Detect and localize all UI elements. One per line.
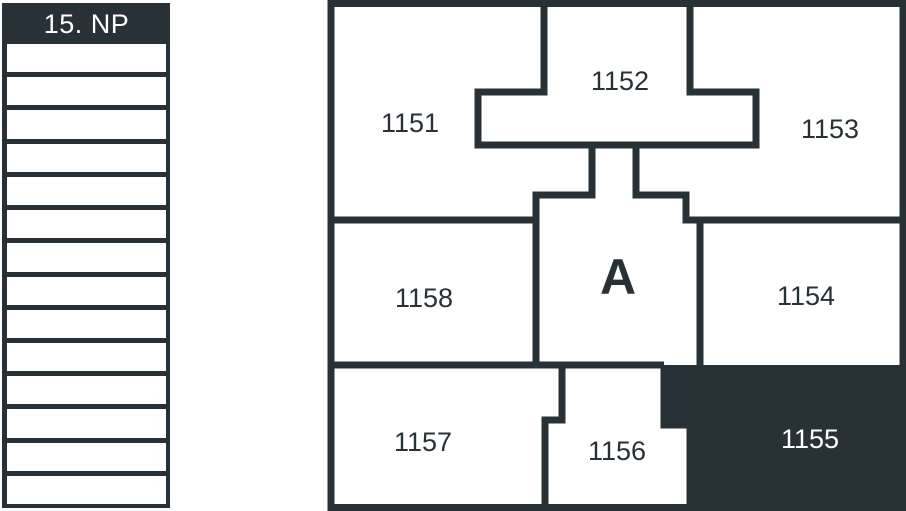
floor-row[interactable] (7, 143, 166, 172)
unit-1152-walls (474, 3, 760, 149)
floor-row[interactable] (7, 243, 166, 272)
floor-row[interactable] (7, 176, 166, 206)
floor-row[interactable] (7, 376, 166, 405)
floor-row[interactable] (7, 342, 166, 372)
floor-row[interactable] (7, 409, 166, 438)
unit-label-1151[interactable]: 1151 (381, 108, 439, 138)
core-walls (331, 145, 903, 369)
floor-list (7, 42, 166, 505)
unit-label-1152[interactable]: 1152 (591, 66, 649, 96)
floor-row[interactable] (7, 309, 166, 338)
floor-row[interactable] (7, 44, 166, 73)
unit-label-1154[interactable]: 1154 (777, 281, 835, 311)
floor-row[interactable] (7, 442, 166, 471)
floor-row[interactable] (7, 475, 166, 505)
floor-row[interactable] (7, 110, 166, 139)
floor-selector: 15. NP (2, 3, 170, 508)
unit-label-1155[interactable]: 1155 (781, 424, 839, 454)
floor-title: 15. NP (43, 9, 130, 39)
plan-outline (327, 0, 906, 511)
core-label: A (600, 249, 636, 305)
unit-label-1157[interactable]: 1157 (394, 427, 452, 457)
floor-row[interactable] (7, 210, 166, 239)
unit-label-1156[interactable]: 1156 (588, 436, 646, 466)
unit-1155-fill[interactable] (664, 365, 903, 508)
unit-label-1158[interactable]: 1158 (395, 283, 453, 313)
floor-row[interactable] (7, 77, 166, 106)
unit-label-1153[interactable]: 1153 (801, 114, 859, 144)
floor-row[interactable] (7, 276, 166, 305)
unit-1156-walls (541, 365, 694, 508)
